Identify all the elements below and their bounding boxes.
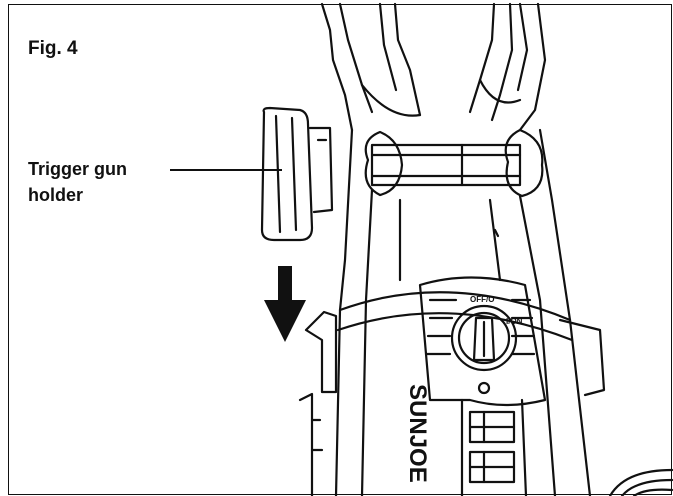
- switch-on-label: I/ON: [506, 317, 523, 326]
- hose-coil: [608, 468, 673, 496]
- front-grille: [460, 398, 528, 496]
- brand-label: SUNJOE: [404, 384, 431, 483]
- switch-off-label: OFF/O: [470, 295, 494, 304]
- callout-leader-line: [170, 169, 282, 171]
- side-mount: [298, 310, 338, 496]
- trigger-gun-holder: [260, 106, 334, 242]
- down-arrow-icon: [264, 266, 306, 342]
- figure-frame: [8, 4, 672, 495]
- handle-frame: [320, 2, 547, 132]
- cross-bar: [364, 128, 544, 198]
- callout-label: Trigger gun holder: [28, 159, 127, 205]
- main-body: [334, 128, 606, 496]
- switch-panel: [418, 276, 547, 407]
- figure-label: Fig. 4: [28, 38, 78, 59]
